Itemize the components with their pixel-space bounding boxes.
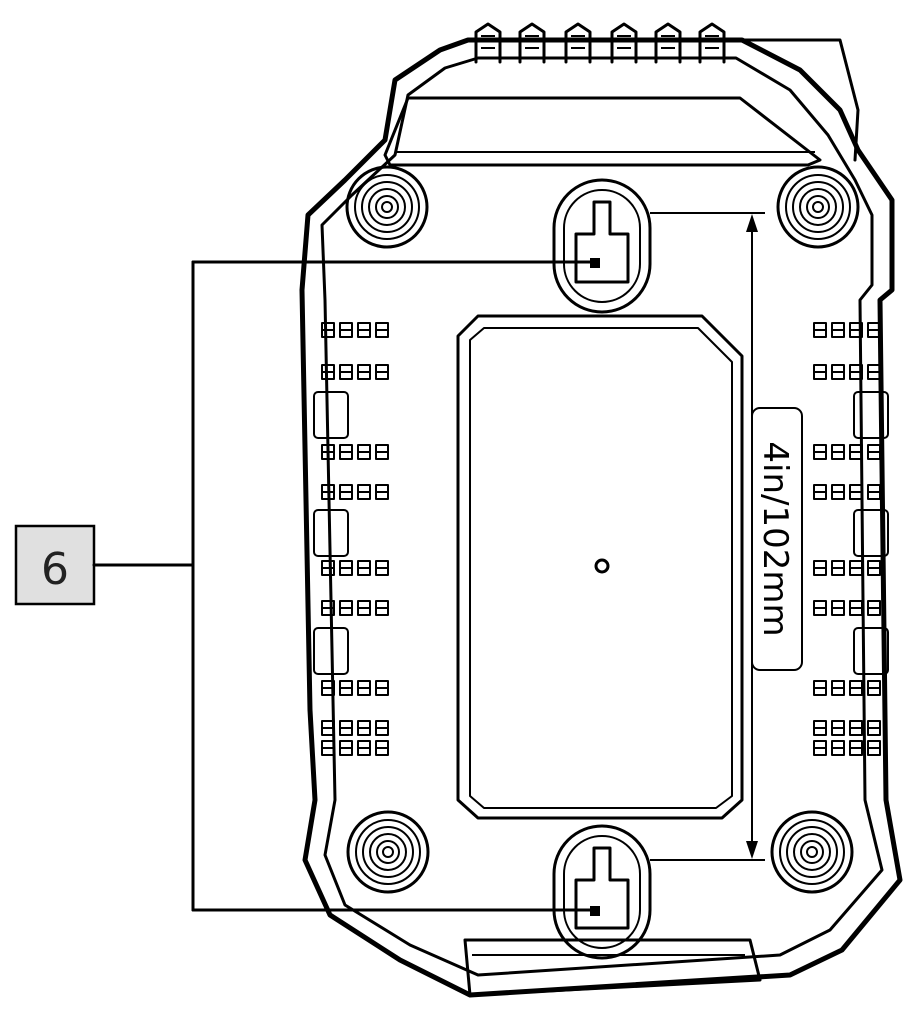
vent-block xyxy=(853,627,889,675)
vent-prong-row xyxy=(321,720,389,736)
vent-block xyxy=(853,509,889,557)
top-terminal xyxy=(698,22,726,64)
center-panel-inner xyxy=(469,327,733,809)
keyhole-callout-dot xyxy=(590,258,600,268)
vent-prong-row xyxy=(813,444,881,460)
top-terminal xyxy=(610,22,638,64)
vent-prong-row xyxy=(813,740,881,756)
vent-block xyxy=(853,391,889,439)
left-vent-terminals xyxy=(313,322,389,756)
top-terminal xyxy=(654,22,682,64)
rubber-foot xyxy=(776,165,860,249)
vent-prong-row xyxy=(321,364,389,380)
top-right-tab xyxy=(740,38,860,162)
vent-block xyxy=(313,391,349,439)
vent-prong-row xyxy=(321,600,389,616)
vent-prong-row xyxy=(321,560,389,576)
vent-prong-row xyxy=(813,720,881,736)
keyhole-opening xyxy=(574,846,630,930)
keyhole-slot-outer xyxy=(552,824,652,960)
rubber-foot xyxy=(346,810,430,894)
device-body xyxy=(299,37,903,998)
keyhole-slot-top xyxy=(552,178,652,314)
dimension-label-box xyxy=(751,407,803,671)
vent-prong-row xyxy=(813,560,881,576)
dimension-label: 4in/102mm xyxy=(755,441,795,636)
rubber-foot xyxy=(770,810,854,894)
body-inner-outline xyxy=(320,56,884,977)
keyhole-slot-inner xyxy=(563,189,641,303)
vent-prong-row xyxy=(813,680,881,696)
vent-block xyxy=(313,509,349,557)
center-panel xyxy=(456,314,744,820)
top-terminals xyxy=(474,22,726,64)
vent-prong-row xyxy=(321,680,389,696)
vent-prong-row xyxy=(321,484,389,500)
vent-prong-row xyxy=(813,600,881,616)
top-terminal xyxy=(518,22,546,64)
rubber-feet xyxy=(345,165,860,894)
center-screw-hole xyxy=(594,558,610,574)
vent-prong-row xyxy=(813,364,881,380)
keyhole-slot-inner xyxy=(563,835,641,949)
bottom-plate xyxy=(463,938,762,997)
dimension-annotation: 4in/102mm xyxy=(650,212,803,861)
right-vent-terminals xyxy=(813,322,889,756)
keyhole-opening xyxy=(574,200,630,284)
callout-box xyxy=(14,524,96,606)
callout: 6 xyxy=(14,260,594,912)
keyhole-slot-bottom xyxy=(552,824,652,960)
vent-prong-row xyxy=(321,444,389,460)
keyhole-callout-dot xyxy=(590,906,600,916)
vent-block xyxy=(313,627,349,675)
vent-prong-row xyxy=(321,740,389,756)
top-terminal xyxy=(564,22,592,64)
center-panel-outer xyxy=(456,314,744,820)
callout-number: 6 xyxy=(41,544,69,595)
vent-prong-row xyxy=(813,322,881,338)
vent-prong-row xyxy=(813,484,881,500)
dimension-arrow-bottom xyxy=(746,841,758,859)
dimension-arrow-top xyxy=(746,214,758,232)
keyhole-slot-outer xyxy=(552,178,652,314)
vent-prong-row xyxy=(321,322,389,338)
top-plate xyxy=(383,96,822,167)
rubber-foot xyxy=(345,165,429,249)
top-terminal xyxy=(474,22,502,64)
